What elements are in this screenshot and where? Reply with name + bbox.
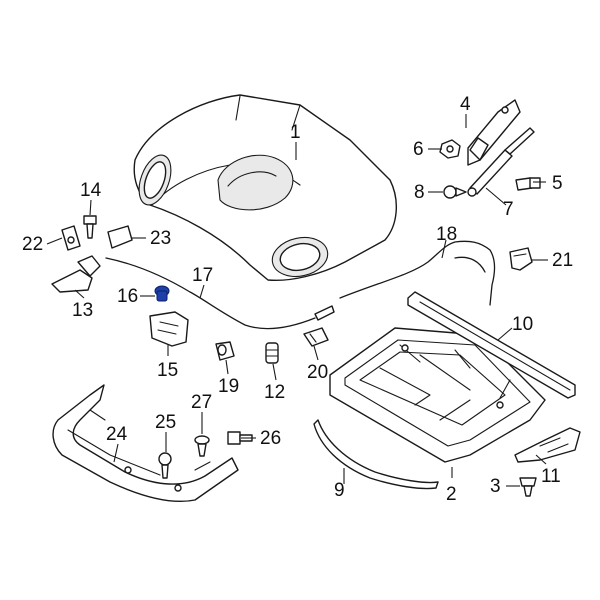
- callout-19: 19: [218, 376, 239, 397]
- callout-labels: 1 2 3 4 5 6 7 8 9 10 11 12 13 14 15 16 1…: [22, 94, 573, 505]
- callout-4: 4: [460, 94, 471, 115]
- bolt-14[interactable]: [83, 215, 97, 239]
- callout-8: 8: [414, 182, 425, 203]
- callout-10: 10: [512, 314, 533, 335]
- nut-6[interactable]: [439, 139, 461, 159]
- bumper-12[interactable]: [265, 342, 279, 364]
- cable-18[interactable]: [339, 240, 496, 306]
- callout-24: 24: [106, 424, 128, 445]
- bracket-11[interactable]: [514, 427, 581, 463]
- grommet-19[interactable]: [215, 341, 235, 361]
- callout-15: 15: [157, 360, 178, 381]
- callout-3: 3: [490, 476, 501, 497]
- latch-bracket-13[interactable]: [51, 255, 101, 293]
- bracket-21[interactable]: [509, 247, 533, 271]
- callout-1: 1: [290, 122, 301, 143]
- leader-lines: [46, 114, 548, 487]
- callout-6: 6: [413, 139, 424, 160]
- clip-8[interactable]: [443, 185, 467, 199]
- callout-18: 18: [436, 224, 457, 245]
- callout-26: 26: [260, 428, 281, 449]
- callout-21: 21: [552, 250, 573, 271]
- trim-frame[interactable]: [52, 384, 239, 503]
- callout-17: 17: [192, 265, 213, 286]
- plug-16-highlighted[interactable]: [154, 285, 170, 302]
- clip-27[interactable]: [194, 435, 210, 457]
- screw-25[interactable]: [158, 452, 172, 479]
- callout-2: 2: [446, 484, 457, 505]
- callout-11: 11: [541, 466, 561, 487]
- hood-inner-panel[interactable]: [329, 327, 546, 463]
- callout-13: 13: [72, 300, 93, 321]
- callout-20: 20: [307, 362, 328, 383]
- clip-3[interactable]: [519, 477, 537, 497]
- callout-22: 22: [22, 234, 43, 255]
- pad-23[interactable]: [107, 225, 133, 249]
- callout-25: 25: [155, 412, 176, 433]
- seal-10[interactable]: [407, 291, 576, 399]
- callout-16: 16: [117, 286, 138, 307]
- callout-27: 27: [191, 392, 212, 413]
- hood-panel[interactable]: [133, 94, 398, 282]
- weatherstrip[interactable]: [313, 419, 439, 490]
- callout-7: 7: [503, 199, 514, 220]
- callout-14: 14: [80, 180, 102, 201]
- release-cable[interactable]: [105, 257, 335, 330]
- bracket-22[interactable]: [61, 225, 81, 251]
- callout-9: 9: [334, 480, 345, 501]
- bolt-5[interactable]: [515, 177, 541, 191]
- latch-15[interactable]: [149, 311, 189, 347]
- callout-12: 12: [264, 382, 285, 403]
- hinge[interactable]: [467, 99, 521, 166]
- callout-5: 5: [552, 173, 563, 194]
- hood-lift-support[interactable]: [467, 127, 535, 197]
- clip-20[interactable]: [303, 327, 329, 347]
- callout-23: 23: [150, 228, 171, 249]
